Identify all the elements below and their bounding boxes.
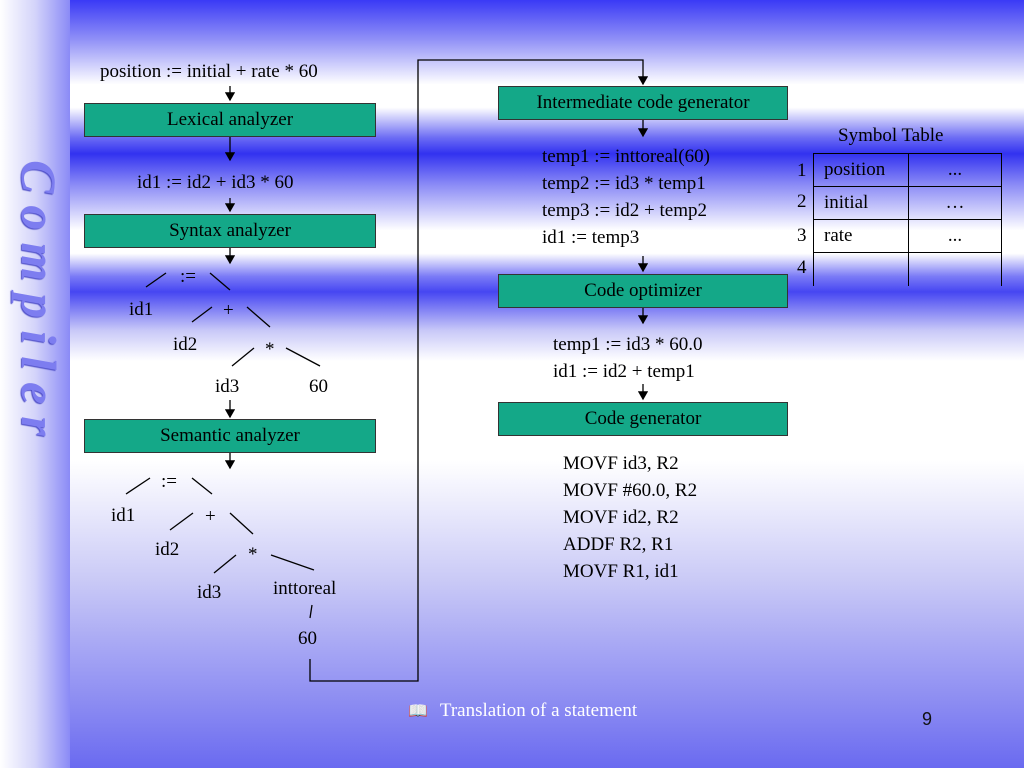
symbol-name: position (813, 153, 909, 187)
code-optimizer-box: Code optimizer (498, 274, 788, 308)
tree-node-id1: id1 (111, 505, 136, 526)
symbol-info: ... (908, 219, 1002, 253)
slide-footer: 📖 Translation of a statement (408, 700, 637, 722)
source-statement: position := initial + rate * 60 (100, 61, 318, 82)
arrow-to-intermediate (309, 59, 649, 682)
symbol-info: ... (908, 153, 1002, 187)
table-row: rate ... (813, 219, 1002, 253)
semantic-analyzer-box: Semantic analyzer (84, 419, 376, 453)
code-line: ADDF R2, R1 (563, 534, 674, 555)
tree-node-60: 60 (309, 376, 328, 397)
table-row: position ... (813, 153, 1002, 187)
symbol-table-title: Symbol Table (838, 125, 944, 146)
code-line: temp1 := id3 * 60.0 (553, 334, 703, 355)
footer-text: Translation of a statement (439, 700, 638, 721)
syntax-analyzer-box: Syntax analyzer (84, 214, 376, 248)
sidebar-title: Compiler (11, 160, 67, 448)
symbol-row-number: 2 (797, 191, 807, 212)
symbol-info: … (908, 186, 1002, 220)
tree-node-id3: id3 (215, 376, 240, 397)
symbol-row-number: 3 (797, 225, 807, 246)
symbol-name: initial (813, 186, 909, 220)
code-line: MOVF id2, R2 (563, 507, 679, 528)
code-line: temp3 := id2 + temp2 (542, 200, 707, 221)
tree-node-60: 60 (298, 628, 317, 649)
tree-node-id1: id1 (129, 299, 154, 320)
intermediate-code-generator-box: Intermediate code generator (498, 86, 788, 120)
code-line: id1 := temp3 (542, 227, 640, 248)
code-line: temp2 := id3 * temp1 (542, 173, 706, 194)
page-number: 9 (922, 709, 933, 729)
table-row (813, 252, 1002, 286)
symbol-name (813, 252, 909, 286)
book-icon: 📖 (408, 703, 428, 720)
tree-node-assign: := (180, 266, 196, 287)
lexical-analyzer-box: Lexical analyzer (84, 103, 376, 137)
tree-node-id3: id3 (197, 582, 222, 603)
tree-node-id2: id2 (173, 334, 198, 355)
symbol-row-number: 1 (797, 160, 807, 181)
code-line: MOVF R1, id1 (563, 561, 679, 582)
code-generator-box: Code generator (498, 402, 788, 436)
tree-node-times: * (248, 544, 258, 565)
symbol-info (908, 252, 1002, 286)
code-line: id1 := id2 + temp1 (553, 361, 695, 382)
lexical-output: id1 := id2 + id3 * 60 (137, 172, 294, 193)
tree-node-plus: + (223, 300, 234, 321)
symbol-table: position ... initial … rate ... (813, 153, 1002, 286)
code-line: MOVF #60.0, R2 (563, 480, 698, 501)
symbol-row-number: 4 (797, 257, 807, 278)
symbol-name: rate (813, 219, 909, 253)
tree-node-plus: + (205, 506, 216, 527)
tree-node-assign: := (161, 471, 177, 492)
sidebar-band: Compiler (0, 0, 70, 768)
tree-node-id2: id2 (155, 539, 180, 560)
tree-node-times: * (265, 339, 275, 360)
tree-node-inttoreal: inttoreal (273, 578, 337, 599)
table-row: initial … (813, 186, 1002, 220)
code-line: MOVF id3, R2 (563, 453, 679, 474)
code-line: temp1 := inttoreal(60) (542, 146, 710, 167)
